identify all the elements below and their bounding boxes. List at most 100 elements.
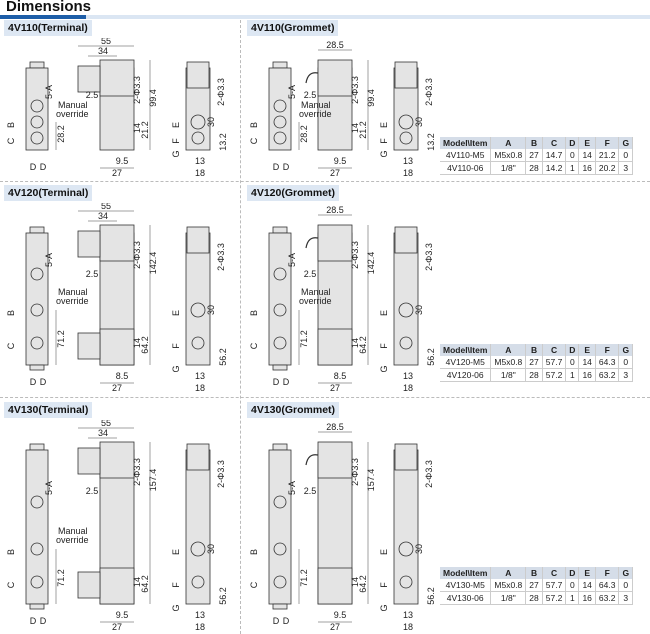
dim-label-w1: 55 xyxy=(101,420,111,428)
dim-label-d2: D xyxy=(40,616,47,626)
column-header: D xyxy=(565,344,580,356)
column-header: D xyxy=(565,567,580,579)
column-header: B xyxy=(525,567,543,579)
solenoid-coil xyxy=(317,567,353,605)
dim-label-total: 99.4 xyxy=(148,89,158,107)
table-cell: 0 xyxy=(618,579,634,592)
table-cell: 3 xyxy=(618,368,634,382)
dim-label-f: F xyxy=(171,582,181,588)
port-icon xyxy=(398,114,414,130)
dim-label-total: 99.4 xyxy=(366,89,376,107)
dim-label-w13: 13 xyxy=(195,371,205,381)
table-cell: 28 xyxy=(525,591,543,605)
port-icon xyxy=(190,302,206,318)
column-header: B xyxy=(525,137,543,149)
table-cell: 14 xyxy=(578,356,596,369)
table-cell: 27 xyxy=(525,149,543,162)
table-cell: 3 xyxy=(618,161,634,175)
solenoid-coil xyxy=(317,224,353,262)
panel-title: 4V120(Terminal) xyxy=(4,185,93,201)
dim-label-w27: 27 xyxy=(330,168,340,178)
dim-label-b: B xyxy=(6,122,16,128)
dim-label-c: C xyxy=(249,342,259,349)
table-cell: 4V130-06 xyxy=(440,591,492,605)
column-header: C xyxy=(542,344,567,356)
dim-label-off: 2.5 xyxy=(304,90,317,100)
dim-label-d2: D xyxy=(40,162,47,172)
column-header: E xyxy=(578,344,596,356)
dim-label-w2: 34 xyxy=(98,46,108,56)
dim-label-w1: 55 xyxy=(101,203,111,211)
dim-label-off: 2.5 xyxy=(304,269,317,279)
page-title: Dimensions xyxy=(6,0,92,15)
grommet-wire xyxy=(305,454,319,466)
port-icon xyxy=(191,575,205,589)
column-header: Model\Item xyxy=(440,567,492,579)
column-header: F xyxy=(595,137,620,149)
port-icon xyxy=(190,114,206,130)
table-cell: 1/8" xyxy=(490,161,527,175)
dim-label-h14: 14 xyxy=(132,123,142,133)
panel-title: 4V110(Grommet) xyxy=(247,20,339,36)
table-cell: 1 xyxy=(565,591,580,605)
table-cell: 57.7 xyxy=(542,356,567,369)
dim-label-off: 2.5 xyxy=(86,486,99,496)
dim-label-low: 64.2 xyxy=(358,336,368,354)
dim-label-rlow: 56.2 xyxy=(218,587,228,605)
port-icon xyxy=(273,336,287,350)
terminal-connector xyxy=(77,230,101,258)
dim-label-d2: D xyxy=(283,616,290,626)
column-header: E xyxy=(578,137,596,149)
table-cell: 16 xyxy=(578,591,596,605)
table-cell: 20.2 xyxy=(595,161,620,175)
terminal-connector xyxy=(77,65,101,93)
table-cell: 0 xyxy=(618,149,634,162)
dim-label-rholes: 2-Φ3.3 xyxy=(424,460,434,488)
table-cell: 16 xyxy=(578,368,596,382)
dim-label-d1: D xyxy=(30,162,37,172)
column-header: C xyxy=(542,137,567,149)
table-cell: 57.7 xyxy=(542,579,567,592)
dim-label-w18: 18 xyxy=(195,622,205,632)
table-cell: 64.3 xyxy=(595,356,620,369)
dim-label-rholes: 2-Φ3.3 xyxy=(424,78,434,106)
dim-label-rholes: 2-Φ3.3 xyxy=(424,243,434,271)
table-cell: 28 xyxy=(525,368,543,382)
port-icon xyxy=(190,541,206,557)
dim-label-g: G xyxy=(171,150,181,157)
dim-label-holes: 2-Φ3.3 xyxy=(132,241,142,269)
port-icon xyxy=(30,267,44,281)
dim-label-d1: D xyxy=(30,377,37,387)
column-header: F xyxy=(595,567,620,579)
table-cell: 28 xyxy=(525,161,543,175)
terminal-connector xyxy=(77,332,101,360)
grommet-wire xyxy=(305,237,319,249)
table-cell: 57.2 xyxy=(542,591,567,605)
dim-label-rlow: 13.2 xyxy=(218,133,228,151)
table-cell: 27 xyxy=(525,356,543,369)
table-cell: 57.2 xyxy=(542,368,567,382)
dim-label-w1: 28.5 xyxy=(326,40,344,50)
dim-label-e: E xyxy=(171,310,181,316)
dim-label-e: E xyxy=(379,549,389,555)
dim-label-c: C xyxy=(6,342,16,349)
dim-label-d2: D xyxy=(283,377,290,387)
table-cell: M5x0.8 xyxy=(490,579,527,592)
dim-label-w1: 55 xyxy=(101,38,111,46)
dim-label-c: C xyxy=(249,581,259,588)
dim-label-f: F xyxy=(171,138,181,144)
dim-label-h14: 14 xyxy=(132,338,142,348)
port-icon xyxy=(30,336,44,350)
dim-label-off: 2.5 xyxy=(304,486,317,496)
dim-label-b: B xyxy=(249,310,259,316)
dim-label-side: 71.2 xyxy=(299,569,309,587)
port-icon xyxy=(30,575,44,589)
